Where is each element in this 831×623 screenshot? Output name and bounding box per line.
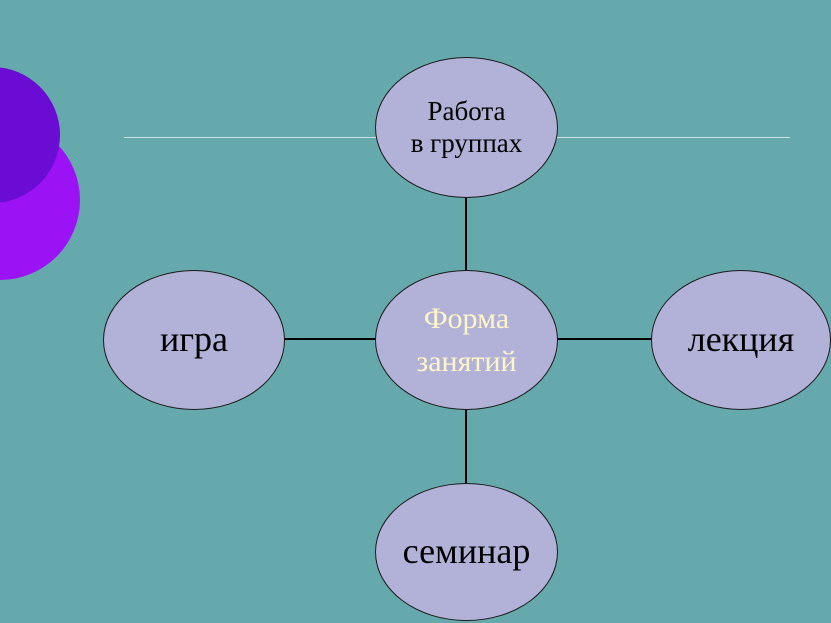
node-group-work-line1: Работа: [427, 96, 506, 127]
node-class-form: Форма занятий: [375, 270, 558, 410]
node-class-form-text: Форма занятий: [416, 297, 516, 384]
connector-top: [465, 197, 467, 271]
decor-circle-front: [0, 67, 60, 203]
connector-left: [284, 338, 376, 340]
connector-right: [557, 338, 652, 340]
node-group-work: Работа в группах: [375, 57, 558, 198]
connector-bottom: [465, 409, 467, 484]
node-seminar: семинар: [375, 483, 558, 621]
decorative-circles: [0, 67, 80, 280]
node-class-form-line2: занятий: [416, 345, 517, 378]
node-class-form-line1: Форма: [423, 301, 510, 335]
node-group-work-line2: в группах: [410, 127, 523, 158]
node-lecture: лекция: [651, 270, 831, 410]
node-game-label: игра: [159, 319, 228, 360]
node-seminar-label: семинар: [402, 531, 531, 572]
node-group-work-text: Работа в группах: [411, 96, 523, 158]
node-game: игра: [103, 270, 285, 410]
node-lecture-label: лекция: [687, 319, 795, 360]
